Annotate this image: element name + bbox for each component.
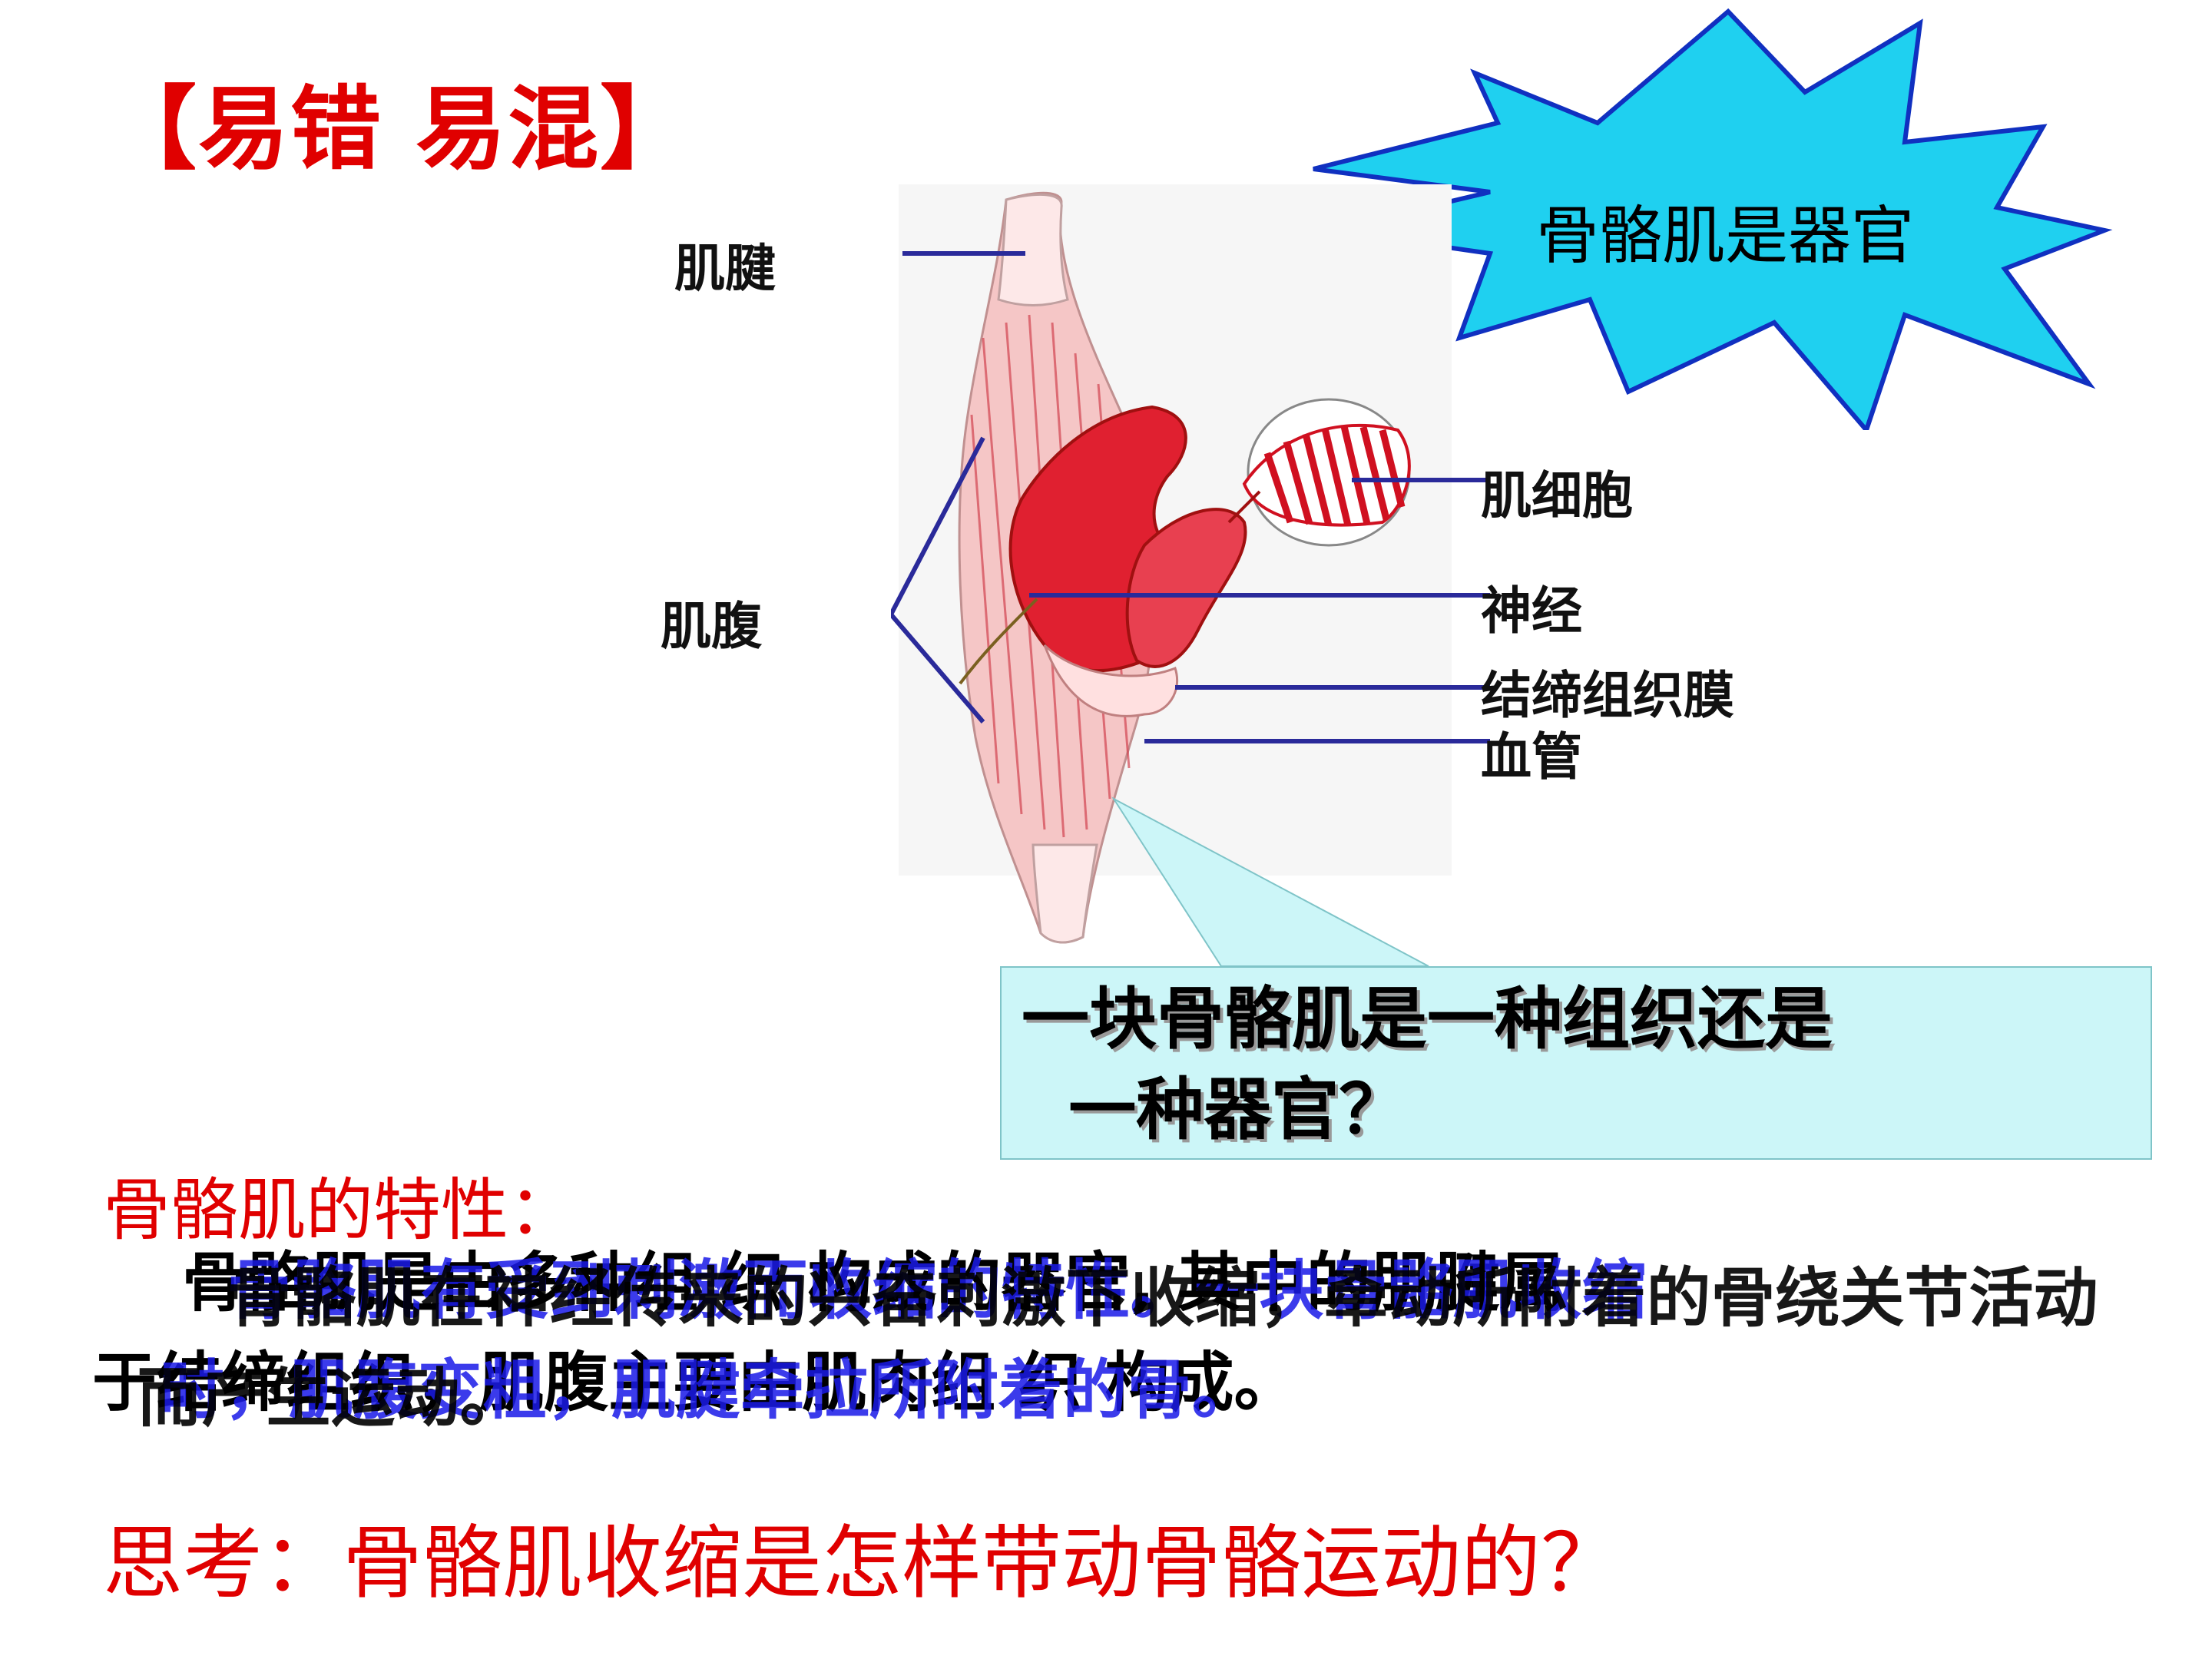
paragraph-structure: 骨骼肌是由多种组 织 构成的器官, 其中的肌腱属 于结缔组织，肌腹主要由肌肉组 … <box>92 1245 1565 1420</box>
label-nerve: 神经 <box>1481 581 1582 641</box>
label-connective-membrane: 结缔组织膜 <box>1481 666 1734 725</box>
burst-label: 骨骼肌是器官 <box>1536 200 1915 273</box>
muscle-diagram <box>891 184 1490 967</box>
label-blood-vessel: 血管 <box>1481 727 1582 786</box>
paragraph-movement: 骨骼肌在神经传来的兴奋刺激下收缩，牵动所附着的骨绕关节活动 而产生运动。 <box>137 1260 2098 1435</box>
muscle-fascicle-shape <box>1125 508 1247 668</box>
callout-box <box>1000 966 2152 1160</box>
label-muscle-cell: 肌细胞 <box>1481 466 1633 525</box>
think-question: 思考：骨骼肌收缩是怎样带动骨骼运动的？ <box>103 1516 1621 1610</box>
label-tendon: 肌腱 <box>674 239 776 298</box>
callout-question: 一块骨骼肌是一种组织还是 一种器官？ <box>1022 979 1833 1149</box>
label-belly: 肌腹 <box>661 597 762 656</box>
magnifier-connector <box>1227 490 1261 524</box>
tendon-bottom-shape <box>1031 843 1098 944</box>
paragraph-contraction: 骨骼肌有受到刺激而收缩的特性。一块骨骼肌收缩 时，肌腹变粗，肌腱牵拉所附着的骨。 <box>159 1253 1647 1428</box>
slide-title: 【易错 易混】 <box>106 76 693 182</box>
leader-lines <box>891 251 1490 743</box>
connective-sheet-shape <box>1043 644 1179 717</box>
nerve-line <box>959 598 1038 685</box>
properties-heading: 骨骼肌的特性： <box>103 1171 577 1250</box>
tendon-top-shape <box>997 193 1069 306</box>
